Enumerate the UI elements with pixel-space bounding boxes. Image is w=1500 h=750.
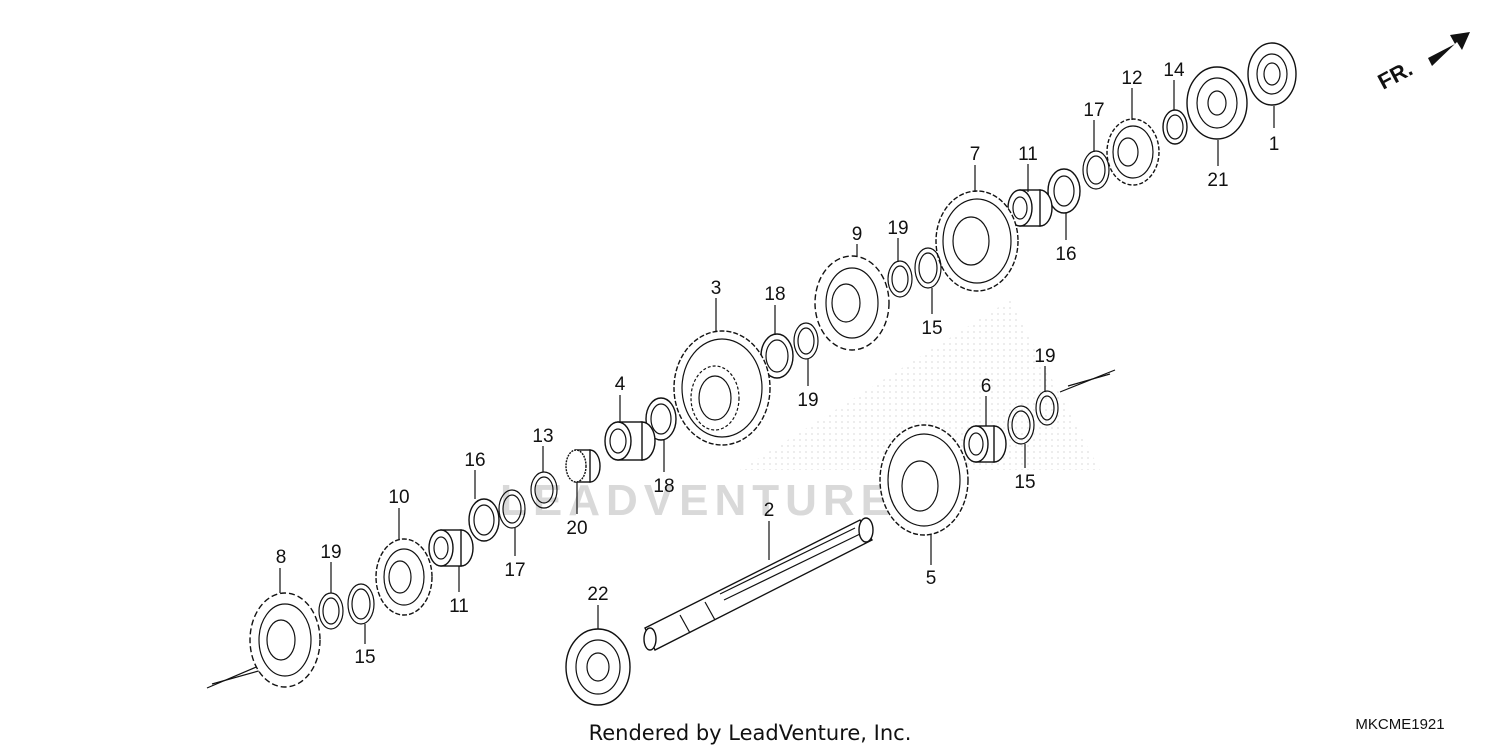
part-2-shaft[interactable] [643, 517, 874, 651]
leader-lines [279, 80, 1275, 644]
label-part-8[interactable]: 8 [276, 547, 287, 568]
axis-line-left-2 [211, 669, 263, 685]
part-22-bearing[interactable] [565, 628, 631, 706]
label-part-7[interactable]: 7 [970, 144, 981, 165]
part-19-washer-right[interactable] [1035, 390, 1059, 426]
part-19-washer-mid[interactable] [793, 322, 819, 360]
label-part-12[interactable]: 12 [1121, 68, 1142, 89]
part-number-labels: 1 2 3 4 5 6 7 8 9 10 11 11 12 13 14 15 1… [276, 60, 1280, 668]
part-20-bearing[interactable] [565, 449, 601, 483]
label-part-19-lower[interactable]: 19 [320, 542, 341, 563]
label-part-15-right[interactable]: 15 [1014, 472, 1035, 493]
front-direction-label: FR. [1374, 56, 1417, 95]
part-6-bushing[interactable] [963, 425, 1007, 463]
part-9-gear[interactable] [814, 255, 890, 351]
part-16-lockwasher-lower[interactable] [468, 498, 500, 542]
part-19-washer-lower[interactable] [318, 592, 344, 630]
label-part-18-upper[interactable]: 18 [764, 284, 785, 305]
part-10-gear[interactable] [375, 538, 433, 616]
label-part-5[interactable]: 5 [926, 568, 937, 589]
part-3-gear[interactable] [673, 330, 771, 446]
front-direction-indicator: FR. [1374, 32, 1470, 94]
part-5-gear[interactable] [879, 424, 969, 536]
label-part-17-lower[interactable]: 17 [504, 560, 525, 581]
label-part-10[interactable]: 10 [388, 487, 409, 508]
part-19-washer-upper[interactable] [887, 260, 913, 298]
part-8-gear[interactable] [249, 592, 321, 688]
diagram-code: MKCME1921 [1355, 716, 1444, 733]
part-16-lockwasher-upper[interactable] [1047, 168, 1081, 214]
part-4-bushing[interactable] [604, 421, 656, 461]
label-part-20[interactable]: 20 [566, 518, 587, 539]
part-12-gear[interactable] [1106, 118, 1160, 186]
part-1-seal[interactable] [1247, 42, 1297, 106]
label-part-16-upper[interactable]: 16 [1055, 244, 1076, 265]
part-15-circlip-upper[interactable] [914, 247, 942, 289]
part-13-circlip[interactable] [530, 471, 558, 509]
label-part-16-lower[interactable]: 16 [464, 450, 485, 471]
label-part-19-mid[interactable]: 19 [797, 390, 818, 411]
part-15-circlip-lower[interactable] [347, 583, 375, 625]
label-part-22[interactable]: 22 [587, 584, 608, 605]
label-part-15-lower[interactable]: 15 [354, 647, 375, 668]
label-part-3[interactable]: 3 [711, 278, 722, 299]
part-17-circlip-lower[interactable] [498, 489, 526, 529]
label-part-19-right[interactable]: 19 [1034, 346, 1055, 367]
label-part-17-upper[interactable]: 17 [1083, 100, 1104, 121]
label-part-4[interactable]: 4 [615, 374, 626, 395]
label-part-6[interactable]: 6 [981, 376, 992, 397]
part-7-gear[interactable] [935, 190, 1019, 292]
part-11-bearing-lower[interactable] [428, 529, 474, 567]
label-part-9[interactable]: 9 [852, 224, 863, 245]
label-part-11-lower[interactable]: 11 [449, 596, 469, 617]
label-part-2[interactable]: 2 [764, 500, 775, 521]
front-arrow-icon [1428, 32, 1470, 66]
label-part-15-upper[interactable]: 15 [921, 318, 942, 339]
label-part-19-upper[interactable]: 19 [887, 218, 908, 239]
label-part-1[interactable]: 1 [1269, 134, 1280, 155]
credit-text: Rendered by LeadVenture, Inc. [589, 721, 912, 745]
part-17-circlip-upper[interactable] [1082, 150, 1110, 190]
part-21-bearing[interactable] [1186, 66, 1248, 140]
part-14-washer[interactable] [1162, 109, 1188, 145]
part-18-washer-lower[interactable] [645, 397, 677, 441]
label-part-21[interactable]: 21 [1207, 170, 1228, 191]
part-15-circlip-right[interactable] [1007, 405, 1035, 445]
label-part-14[interactable]: 14 [1163, 60, 1185, 81]
label-part-11-upper[interactable]: 11 [1018, 144, 1038, 165]
label-part-18-lower[interactable]: 18 [653, 476, 674, 497]
watermark: LEADVENTURE [500, 300, 1100, 525]
axis-line-right-2 [1067, 373, 1111, 387]
label-part-13[interactable]: 13 [532, 426, 553, 447]
watermark-text: LEADVENTURE [500, 476, 896, 525]
part-11-bearing-upper[interactable] [1007, 189, 1053, 227]
